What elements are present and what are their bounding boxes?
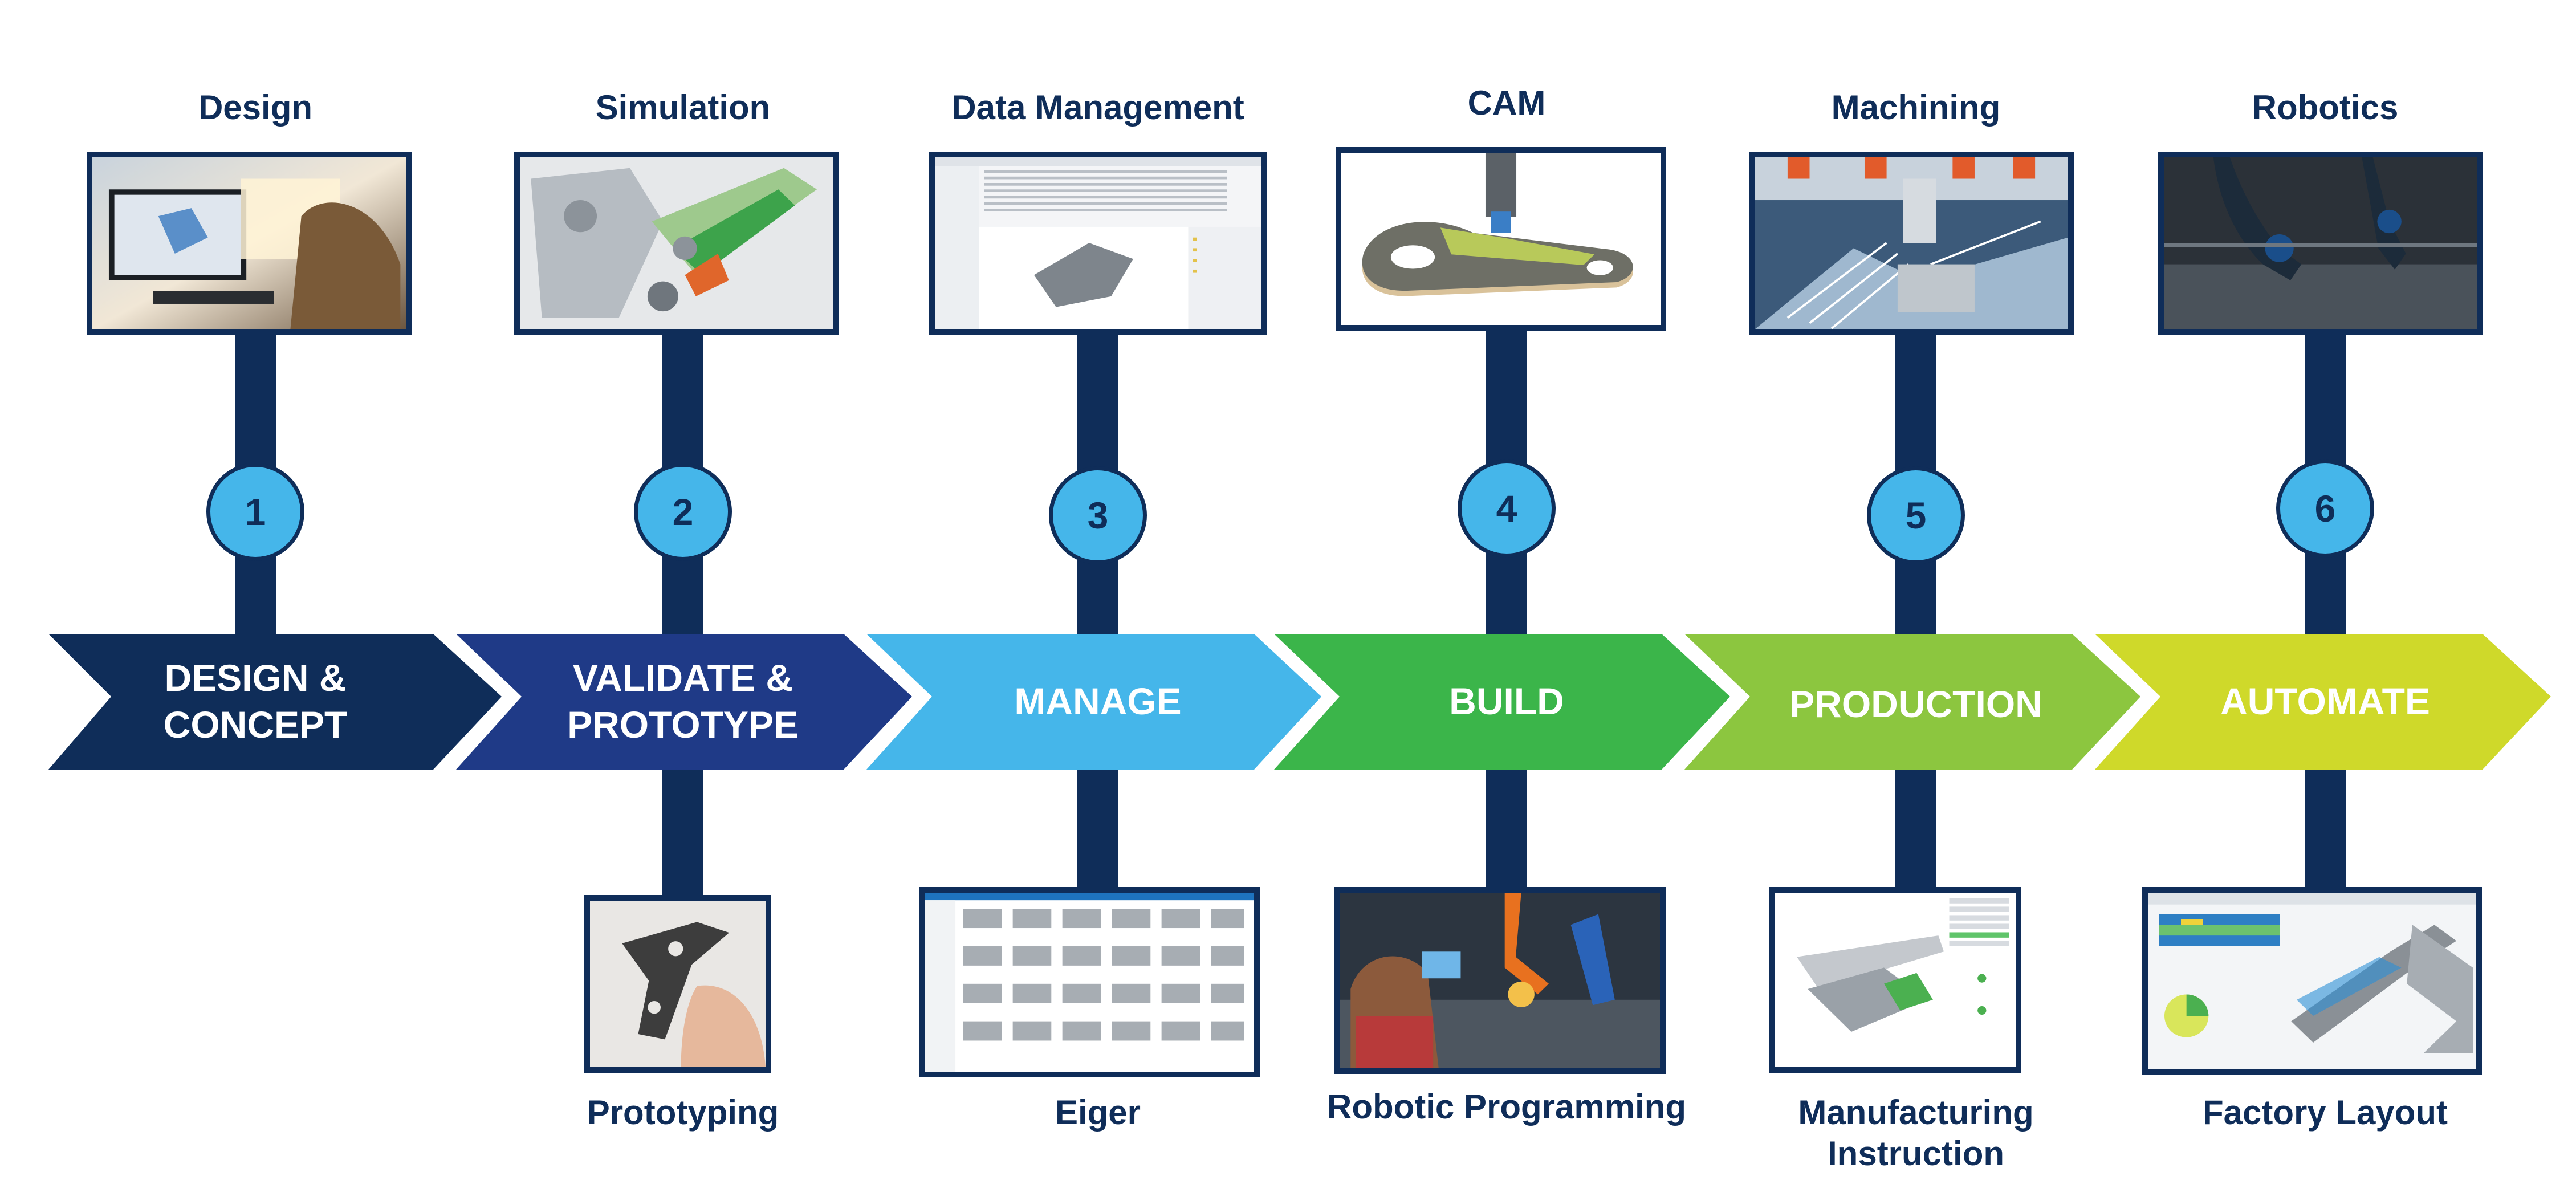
machining-photo — [1749, 152, 2074, 335]
step-number-2: 2 — [634, 463, 732, 561]
stage-label-1-line2: CONCEPT — [163, 703, 348, 746]
stage-label-2-line2: PROTOTYPE — [567, 703, 799, 746]
stage-label-4-line1: BUILD — [1449, 680, 1564, 722]
stem-bottom-6 — [2305, 770, 2346, 895]
step-number-6: 6 — [2276, 459, 2374, 558]
stem-bottom-3 — [1077, 770, 1118, 895]
factory-layout-screenshot — [2142, 887, 2482, 1075]
stage-label-2: VALIDATE & PROTOTYPE — [500, 650, 865, 752]
robotics-photo — [2158, 152, 2483, 335]
step-number-1: 1 — [206, 463, 304, 561]
top-label-data-management: Data Management — [951, 88, 1244, 127]
stage-label-5: PRODUCTION — [1733, 653, 2098, 755]
robotic-programming-photo — [1334, 887, 1666, 1074]
stage-label-3: MANAGE — [915, 650, 1280, 752]
bottom-label-5-line1: Manufacturing — [1798, 1093, 2034, 1132]
stage-label-6-line1: AUTOMATE — [2220, 680, 2430, 722]
bottom-label-5-line2: Instruction — [1828, 1134, 2004, 1173]
top-label-machining: Machining — [1831, 88, 2001, 127]
top-label-cam: CAM — [1467, 84, 1546, 122]
bottom-label-robotic-programming: Robotic Programming — [1326, 1088, 1687, 1126]
stage-label-1-line1: DESIGN & — [164, 657, 347, 699]
cam-toolpath-render — [1336, 147, 1666, 331]
stem-bottom-4 — [1486, 770, 1527, 895]
bottom-label-factory-layout: Factory Layout — [2202, 1093, 2448, 1132]
top-label-robotics: Robotics — [2252, 88, 2399, 127]
stem-bottom-2 — [662, 770, 703, 898]
stem-bottom-5 — [1895, 770, 1936, 898]
stage-label-3-line1: MANAGE — [1014, 680, 1182, 722]
eiger-screenshot — [919, 887, 1260, 1077]
step-number-5: 5 — [1867, 466, 1965, 564]
data-management-screenshot — [929, 152, 1267, 335]
stage-label-4: BUILD — [1324, 650, 1689, 752]
stage-label-2-line1: VALIDATE & — [572, 657, 793, 699]
step-number-3: 3 — [1049, 466, 1147, 564]
step-number-4: 4 — [1458, 459, 1556, 558]
prototype-photo — [584, 895, 771, 1073]
simulation-render — [514, 152, 839, 335]
top-label-simulation: Simulation — [595, 88, 771, 127]
stage-label-1: DESIGN & CONCEPT — [73, 650, 438, 752]
manufacturing-instruction-screenshot — [1769, 887, 2021, 1073]
arrow-stage-4 — [1274, 634, 1730, 770]
stage-label-6: AUTOMATE — [2143, 650, 2508, 752]
bottom-label-manufacturing-instruction: Manufacturing Instruction — [1688, 1092, 2144, 1174]
bottom-label-eiger: Eiger — [1055, 1093, 1141, 1132]
design-photo — [87, 152, 412, 335]
arrow-stage-3 — [866, 634, 1321, 770]
arrow-stage-1 — [48, 634, 502, 770]
arrow-stage-5 — [1684, 634, 2140, 770]
arrow-stage-6 — [2095, 634, 2551, 770]
arrow-stage-2 — [456, 634, 912, 770]
stage-label-5-line1: PRODUCTION — [1789, 683, 2042, 725]
bottom-label-prototyping: Prototyping — [587, 1093, 779, 1132]
top-label-design: Design — [198, 88, 313, 127]
